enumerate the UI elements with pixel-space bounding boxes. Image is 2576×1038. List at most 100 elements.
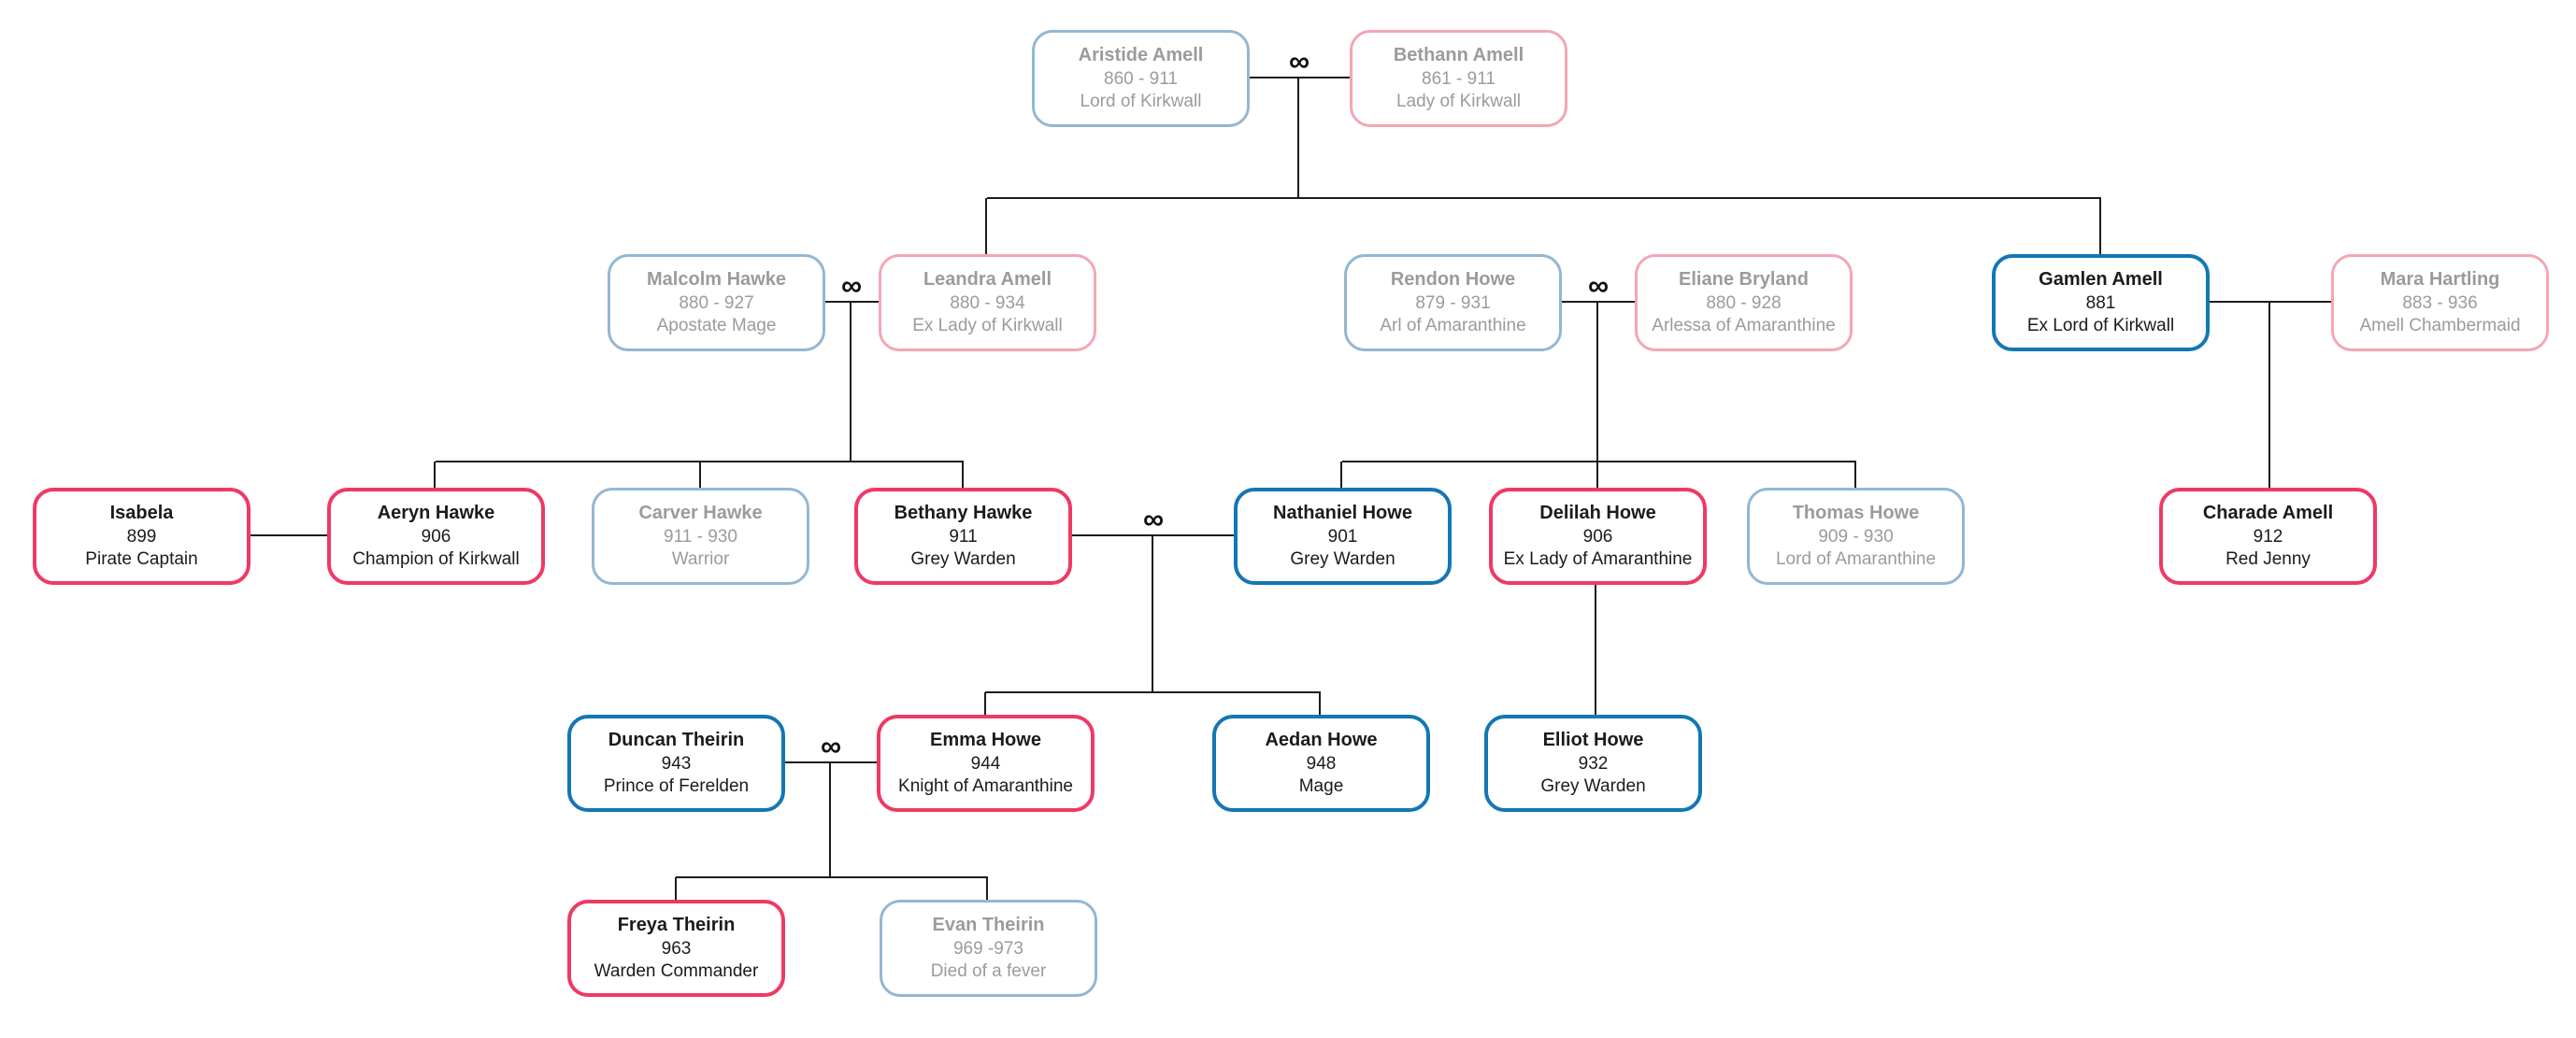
person-title: Ex Lord of Kirkwall	[2026, 315, 2175, 335]
person-name: Bethany Hawke	[894, 503, 1033, 524]
connector-line	[250, 534, 327, 536]
person-name: Isabela	[109, 503, 174, 524]
person-years: 861 - 911	[1422, 68, 1496, 89]
connector-line	[984, 692, 986, 717]
person-name: Carver Hawke	[638, 503, 763, 524]
person-years: 969 -973	[952, 938, 1023, 959]
person-title: Lord of Kirkwall	[1080, 91, 1202, 111]
person-years: 901	[1327, 526, 1358, 547]
person-years: 943	[661, 753, 692, 774]
connector-line	[1595, 585, 1596, 715]
person-name: Emma Howe	[930, 730, 1041, 751]
person-name: Aristide Amell	[1078, 45, 1204, 66]
connector-line	[850, 302, 852, 462]
connector-line	[434, 462, 436, 490]
person-name: Evan Theirin	[932, 915, 1045, 936]
person-title: Arl of Amaranthine	[1380, 315, 1526, 335]
connector-line	[1854, 462, 1856, 490]
person-title: Pirate Captain	[85, 548, 198, 569]
person-title: Died of a fever	[930, 960, 1047, 981]
marriage-infinity-icon: ∞	[1142, 503, 1165, 535]
person-years: 899	[126, 526, 157, 547]
person-title: Ex Lady of Kirkwall	[912, 315, 1063, 335]
marriage-infinity-icon: ∞	[1288, 45, 1310, 78]
person-years: 879 - 931	[1415, 292, 1491, 313]
person-years: 912	[2253, 526, 2283, 547]
person-years: 881	[2085, 292, 2116, 313]
person-title: Apostate Mage	[656, 315, 777, 335]
person-name: Charade Amell	[2202, 503, 2334, 524]
person-title: Warden Commander	[594, 960, 759, 981]
person-years: 880 - 927	[679, 292, 754, 313]
person-title: Warrior	[671, 548, 730, 569]
marriage-infinity-icon: ∞	[1587, 269, 1610, 302]
person-years: 909 - 930	[1818, 526, 1894, 547]
person-name: Thomas Howe	[1792, 503, 1920, 524]
person-name: Elliot Howe	[1542, 730, 1644, 751]
connector-line	[962, 462, 964, 490]
person-name: Leandra Amell	[923, 269, 1052, 291]
connector-line	[676, 876, 988, 878]
person-name: Bethann Amell	[1393, 45, 1524, 66]
connector-line	[2099, 198, 2101, 256]
person-name: Gamlen Amell	[2039, 269, 2163, 291]
connector-line	[1297, 78, 1299, 199]
connector-line	[699, 462, 701, 490]
person-title: Lord of Amaranthine	[1775, 548, 1937, 569]
person-title: Knight of Amaranthine	[898, 775, 1073, 796]
person-years: 860 - 911	[1104, 68, 1178, 89]
connector-line	[1340, 462, 1342, 490]
connector-line	[2268, 302, 2270, 490]
person-name: Aeryn Hawke	[377, 503, 495, 524]
connector-line	[1319, 692, 1321, 717]
person-name: Aedan Howe	[1265, 730, 1378, 751]
person-title: Ex Lady of Amaranthine	[1503, 548, 1693, 569]
connector-line	[829, 762, 831, 878]
connector-line	[785, 761, 877, 763]
person-years: 911	[949, 526, 978, 547]
marriage-infinity-icon: ∞	[820, 730, 842, 762]
person-years: 906	[1582, 526, 1613, 547]
person-name: Rendon Howe	[1390, 269, 1516, 291]
person-title: Champion of Kirkwall	[352, 548, 520, 569]
person-title: Grey Warden	[910, 548, 1016, 569]
connector-line	[987, 197, 2101, 199]
person-years: 944	[970, 753, 1001, 774]
person-years: 880 - 928	[1706, 292, 1782, 313]
person-years: 906	[421, 526, 451, 547]
connector-line	[825, 301, 879, 303]
person-title: Arlessa of Amaranthine	[1652, 315, 1836, 335]
person-title: Grey Warden	[1540, 775, 1646, 796]
person-years: 948	[1306, 753, 1337, 774]
person-name: Freya Theirin	[617, 915, 736, 936]
person-name: Nathaniel Howe	[1273, 503, 1412, 524]
person-title: Amell Chambermaid	[2359, 315, 2521, 335]
person-name: Duncan Theirin	[608, 730, 745, 751]
person-years: 883 - 936	[2402, 292, 2478, 313]
person-name: Mara Hartling	[2380, 269, 2500, 291]
person-title: Grey Warden	[1290, 548, 1395, 569]
